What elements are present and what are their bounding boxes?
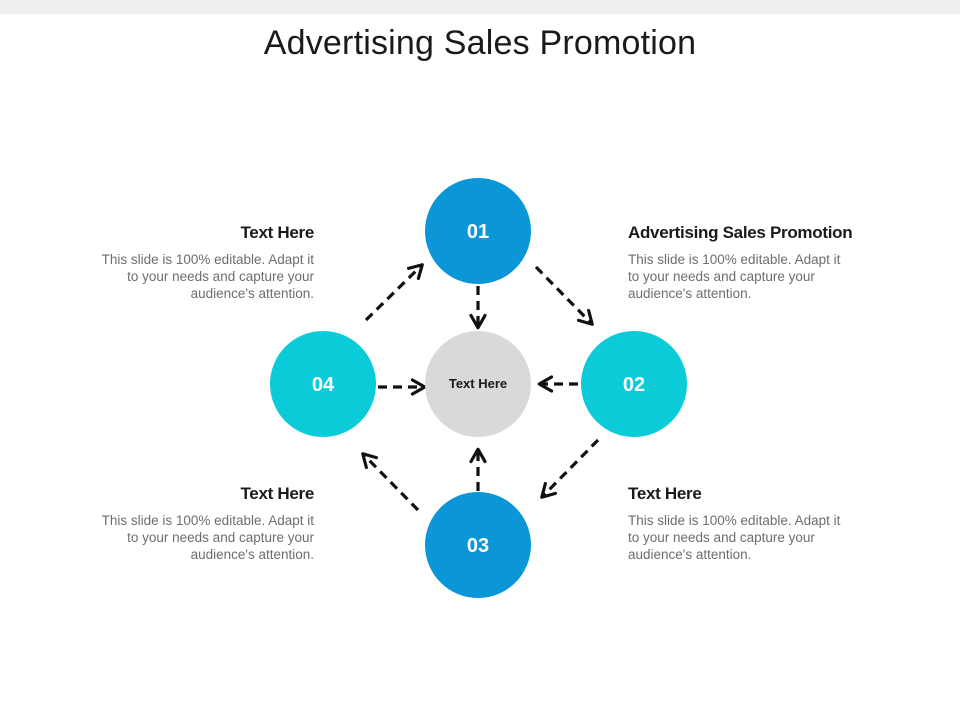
top-strip [0,0,960,14]
center-label: Text Here [449,376,507,391]
node-04-circle [270,331,376,437]
block-heading: Advertising Sales Promotion [628,223,853,242]
block-description: This slide is 100% editable. Adapt it to… [628,513,841,562]
text-block-top-left: Text Here This slide is 100% editable. A… [54,223,315,302]
node-01-label: 01 [467,221,489,243]
text-block-bottom-left: Text Here This slide is 100% editable. A… [54,484,315,563]
block-heading: Text Here [240,484,314,503]
center-node: Text Here [425,331,531,437]
block-description: This slide is 100% editable. Adapt it to… [101,252,314,301]
node-02: 02 [581,331,687,437]
node-03: 03 [425,492,531,598]
arrow-02-to-03 [540,438,600,499]
node-01-circle [425,178,531,284]
arrow-04-to-01 [364,263,424,322]
block-heading: Text Here [240,223,314,242]
node-03-label: 03 [467,535,489,557]
node-03-circle [425,492,531,598]
node-02-label: 02 [623,374,645,396]
arrows [361,263,600,512]
node-02-circle [581,331,687,437]
block-heading: Text Here [628,484,702,503]
block-description: This slide is 100% editable. Adapt it to… [628,252,841,301]
arrow-01-to-02 [534,265,594,326]
text-block-top-right: Advertising Sales Promotion This slide i… [628,223,908,302]
node-01: 01 [425,178,531,284]
node-04: 04 [270,331,376,437]
node-04-label: 04 [312,374,335,396]
text-block-bottom-right: Text Here This slide is 100% editable. A… [628,484,888,563]
block-description: This slide is 100% editable. Adapt it to… [101,513,314,562]
arrow-03-to-04 [361,452,420,512]
center-circle [425,331,531,437]
slide-title: Advertising Sales Promotion [263,24,697,62]
